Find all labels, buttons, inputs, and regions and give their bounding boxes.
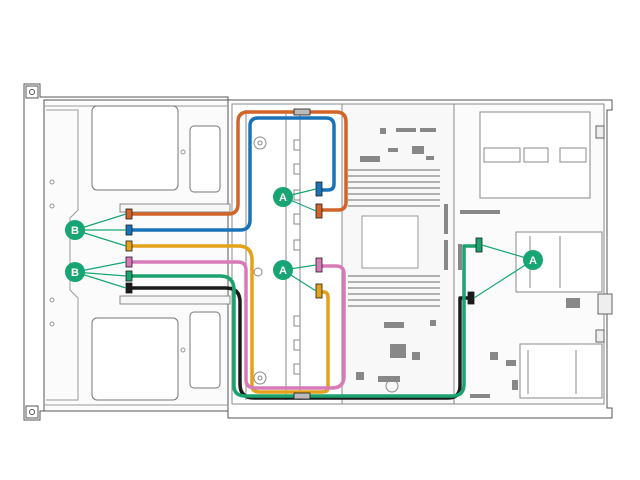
drive-bay-top-right (189, 125, 221, 193)
cable-clip-top (293, 108, 311, 116)
callout-a-upper: A (273, 187, 293, 207)
connector-black-front (125, 282, 133, 294)
connector-pink-board (315, 257, 323, 273)
connector-yellow-front (125, 240, 133, 252)
svg-text:A: A (529, 255, 537, 267)
cable-green (128, 244, 480, 398)
callout-a-middle: A (273, 260, 293, 280)
connector-orange-board (315, 203, 323, 219)
cable-pink (128, 260, 346, 390)
svg-text:B: B (71, 267, 79, 279)
riser-bottom (519, 343, 603, 399)
callout-b-lower: B (65, 262, 85, 282)
drive-bay-bottom-left (91, 317, 179, 401)
fan-array (253, 136, 301, 385)
cable-clip-bottom (293, 392, 311, 400)
cable-orange (128, 110, 348, 216)
callout-b-upper: B (65, 220, 85, 240)
connector-black-riser (467, 291, 475, 305)
svg-text:B: B (71, 225, 79, 237)
drive-bay-top-left (91, 105, 179, 191)
riser-top (479, 111, 591, 199)
cable-yellow-riser (298, 290, 330, 394)
connector-orange-front (125, 208, 133, 220)
cable-yellow (128, 244, 302, 394)
connectors (125, 108, 483, 400)
drive-bay-bottom-right (189, 311, 221, 389)
cable-blue (128, 116, 336, 232)
callout-a-right: A (523, 250, 543, 270)
svg-text:A: A (279, 192, 287, 204)
cables (128, 110, 480, 400)
connector-green-front (125, 270, 133, 282)
svg-text:A: A (279, 265, 287, 277)
front-rail (46, 109, 186, 401)
connector-pink-front (125, 256, 133, 268)
connector-blue-board (315, 181, 323, 197)
rear-io (595, 125, 613, 343)
connector-green-riser (475, 237, 483, 253)
connector-blue-front (125, 224, 133, 236)
connector-yellow-board (315, 283, 323, 299)
